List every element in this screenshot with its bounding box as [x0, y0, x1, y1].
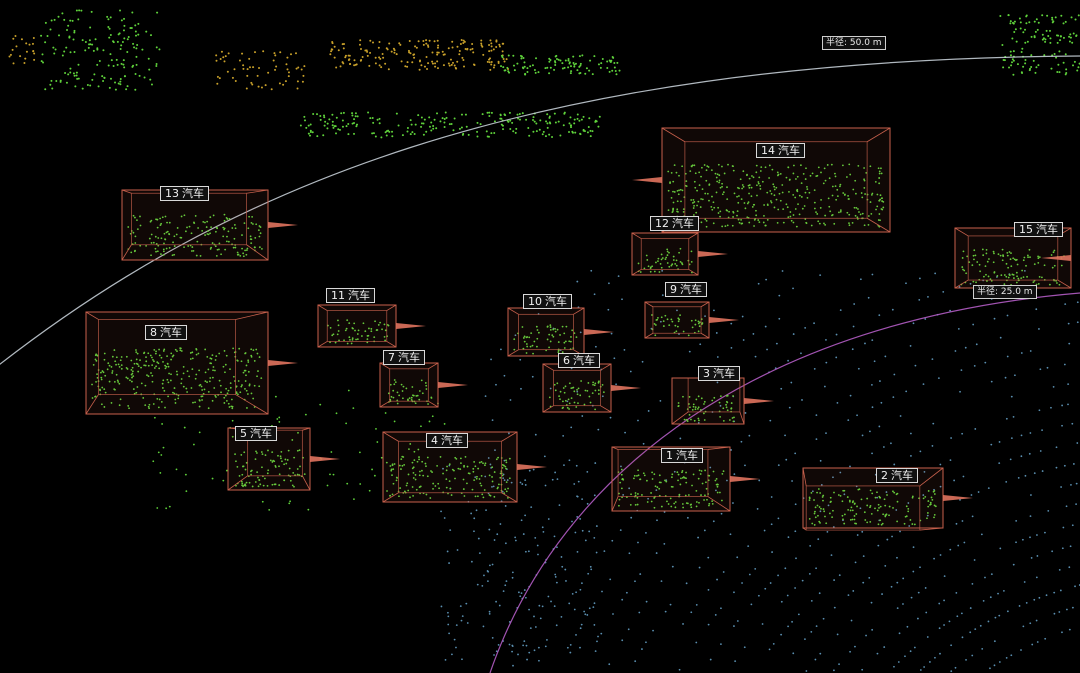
box-label-class: 汽车: [348, 289, 370, 302]
box-label-id: 2: [881, 469, 888, 482]
box-label-id: 10: [528, 295, 542, 308]
box-label-id: 3: [703, 367, 710, 380]
heading-arrow-12: [698, 251, 728, 257]
detection-box-7[interactable]: [379, 362, 468, 408]
box-label-id: 14: [761, 144, 775, 157]
detection-box-6[interactable]: [542, 363, 641, 413]
box-label-class: 汽车: [672, 217, 694, 230]
heading-arrow-2: [943, 495, 973, 501]
box-label-class: 汽车: [545, 295, 567, 308]
detection-box-3[interactable]: [671, 377, 774, 425]
detection-boxes: [85, 127, 1072, 531]
box-label-id: 13: [165, 187, 179, 200]
heading-arrow-6: [611, 385, 641, 391]
detection-box-8[interactable]: [85, 311, 298, 415]
heading-arrow-1: [730, 476, 760, 482]
range-ring-label-inner: 半径: 25.0 m: [973, 285, 1037, 299]
box-label-id: 6: [563, 354, 570, 367]
box-label-id: 9: [670, 283, 677, 296]
box-label-id: 8: [150, 326, 157, 339]
detection-box-2[interactable]: [802, 467, 973, 531]
box-label-class: 汽车: [1036, 223, 1058, 236]
range-ring-label-outer: 半径: 50.0 m: [822, 36, 886, 50]
heading-arrow-11: [396, 323, 426, 329]
heading-arrow-7: [438, 382, 468, 388]
box-label-class: 汽车: [713, 367, 735, 380]
box-label-class: 汽车: [778, 144, 800, 157]
heading-arrow-14: [632, 177, 662, 183]
heading-arrow-4: [517, 464, 547, 470]
box-label-id: 5: [240, 427, 247, 440]
heading-arrow-9: [709, 317, 739, 323]
box-label-class: 汽车: [441, 434, 463, 447]
detection-box-10[interactable]: [507, 307, 614, 357]
heading-arrow-15: [1041, 255, 1071, 261]
heading-arrow-10: [584, 329, 614, 335]
box-label-class: 汽车: [676, 449, 698, 462]
box-label-id: 7: [388, 351, 395, 364]
heading-arrow-3: [744, 398, 774, 404]
box-label-class: 汽车: [160, 326, 182, 339]
detection-box-12[interactable]: [631, 232, 728, 276]
box-label-class: 汽车: [891, 469, 913, 482]
box-label-id: 15: [1019, 223, 1033, 236]
box-label-class: 汽车: [250, 427, 272, 440]
detection-box-15[interactable]: [954, 227, 1072, 289]
heading-arrow-8: [268, 360, 298, 366]
detection-box-11[interactable]: [317, 304, 426, 348]
box-label-id: 12: [655, 217, 669, 230]
box-label-id: 4: [431, 434, 438, 447]
range-ring-inner: [489, 292, 1080, 673]
range-ring-outer: [0, 55, 1080, 365]
box-label-class: 汽车: [398, 351, 420, 364]
detection-box-9[interactable]: [644, 301, 739, 339]
detection-box-13[interactable]: [121, 189, 298, 261]
heading-arrow-13: [268, 222, 298, 228]
box-label-id: 1: [666, 449, 673, 462]
heading-arrow-5: [310, 456, 340, 462]
box-label-class: 汽车: [182, 187, 204, 200]
box-label-id: 11: [331, 289, 345, 302]
box-label-class: 汽车: [573, 354, 595, 367]
box-label-class: 汽车: [680, 283, 702, 296]
